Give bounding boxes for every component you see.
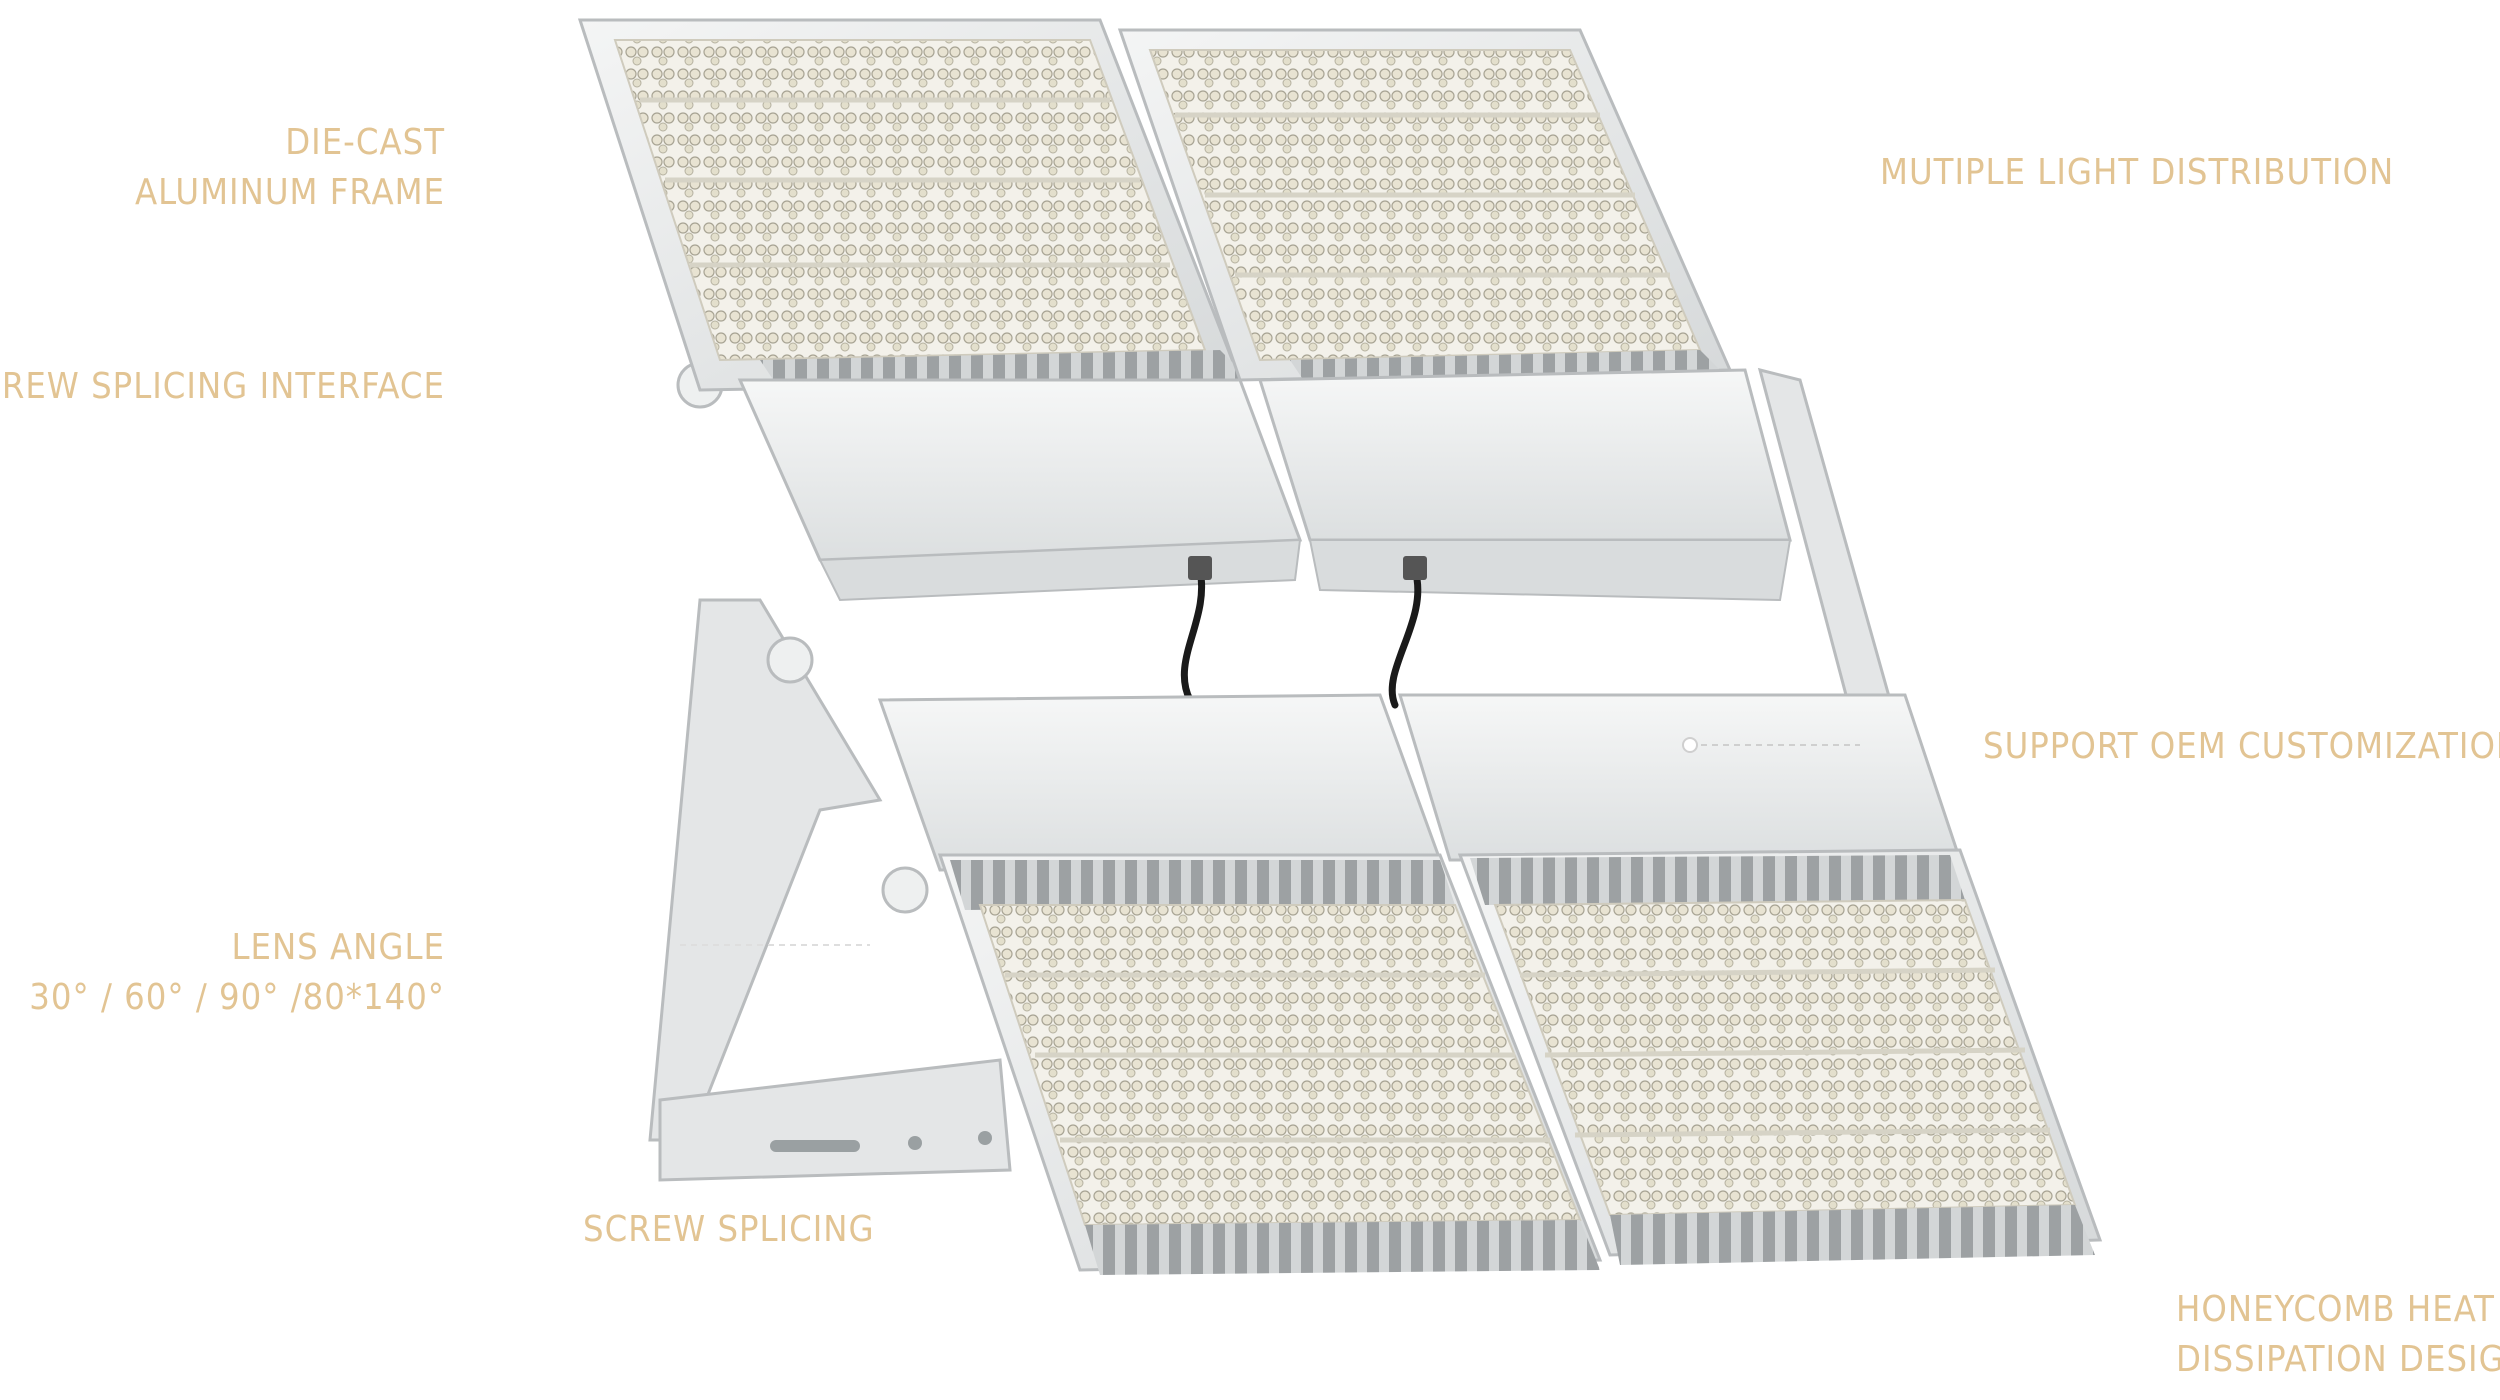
callout-oem: SUPPORT OEM CUSTOMIZATION — [1983, 722, 2500, 772]
callout-lens-angle-line2: 30° / 60° / 90° /80*140° — [29, 977, 445, 1018]
callout-screw-splicing: SCREW SPLICING — [583, 1205, 875, 1255]
callout-die-cast-line1: DIE-CAST — [285, 122, 445, 163]
callout-multiple-light-text: MUTIPLE LIGHT DISTRIBUTION — [1880, 152, 2395, 193]
callout-lens-angle-line1: LENS ANGLE — [231, 927, 445, 968]
driver-boxes-upper — [737, 368, 1792, 602]
callout-honeycomb: HONEYCOMB HEAT DISSIPATION DESIGN — [2176, 1285, 2500, 1385]
callout-die-cast: DIE-CAST ALUMINUM FRAME — [135, 118, 445, 218]
mounting-bracket — [648, 361, 1892, 1182]
callout-honeycomb-line2: DISSIPATION DESIGN — [2176, 1339, 2500, 1380]
callout-screw-splicing-interface: SCREW SPLICING INTERFACE — [0, 362, 445, 412]
module-lower-right — [1457, 848, 2103, 1265]
callout-multiple-light: MUTIPLE LIGHT DISTRIBUTION — [1880, 148, 2394, 198]
callout-oem-text: SUPPORT OEM CUSTOMIZATION — [1983, 726, 2500, 767]
power-cables — [1180, 556, 1427, 709]
callout-lens-angle: LENS ANGLE 30° / 60° / 90° /80*140° — [29, 923, 445, 1023]
callout-die-cast-line2: ALUMINUM FRAME — [135, 172, 445, 213]
callout-honeycomb-line1: HONEYCOMB HEAT — [2176, 1289, 2495, 1330]
module-lower-left — [937, 853, 1603, 1275]
driver-boxes-lower — [877, 693, 1963, 872]
callout-screw-splicing-text: SCREW SPLICING — [583, 1209, 875, 1250]
callout-screw-splicing-interface-text: SCREW SPLICING INTERFACE — [0, 366, 445, 407]
